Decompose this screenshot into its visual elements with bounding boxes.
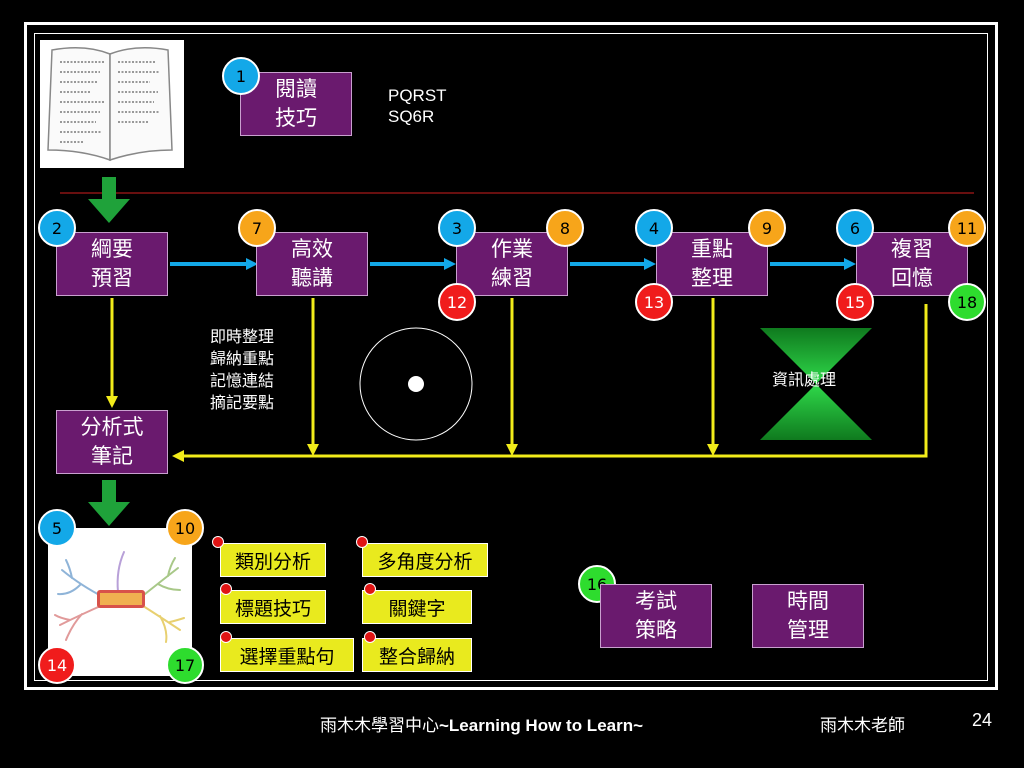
open-book-illustration: [40, 40, 184, 168]
outer-frame: [24, 22, 998, 690]
analytic-notes-box: 分析式 筆記: [56, 410, 168, 474]
number-badge-12: 12: [438, 283, 476, 321]
skill-label: 整合歸納: [378, 645, 455, 668]
number-badge-14: 14: [38, 646, 76, 684]
listening-tip: 記憶連結: [210, 371, 275, 390]
green-arrow-notes-to-mindmap: [88, 480, 130, 526]
keypoints-line1: 重點: [691, 237, 733, 261]
preview-line1: 綱要: [91, 237, 133, 261]
mind-map-illustration: [48, 528, 192, 676]
review-line2: 回憶: [891, 266, 933, 290]
target-circle: [359, 327, 473, 441]
skill-box-integration: 整合歸納: [362, 638, 472, 672]
listening-line2: 聽講: [291, 266, 333, 290]
skill-label: 標題技巧: [234, 597, 311, 620]
skill-box-heading-technique: 標題技巧: [220, 590, 326, 624]
time-management-line1: 時間: [787, 589, 829, 613]
skill-box-category-analysis: 類別分析: [220, 543, 326, 577]
number-badge-11: 11: [948, 209, 986, 247]
footer-teacher: 雨木木老師: [820, 716, 905, 736]
homework-line2: 練習: [491, 266, 533, 290]
yellow-arrows: [106, 298, 928, 462]
hourglass-shape: [760, 328, 872, 440]
analytic-notes-line1: 分析式: [80, 415, 144, 439]
analytic-notes-line2: 筆記: [91, 444, 133, 468]
green-arrow-book-to-preview: [88, 177, 130, 223]
exam-strategy-line1: 考試: [635, 589, 677, 613]
skill-box-multi-angle-analysis: 多角度分析: [362, 543, 488, 577]
listening-tip: 歸納重點: [210, 349, 275, 368]
bullet-dot: [356, 536, 368, 548]
time-management-box: 時間 管理: [752, 584, 864, 648]
number-badge-2: 2: [38, 209, 76, 247]
skill-box-keywords: 關鍵字: [362, 590, 472, 624]
footer-center-cn: 雨木木學習中心: [320, 716, 439, 736]
reading-method-sq6r: SQ6R: [388, 107, 435, 126]
number-badge-1: 1: [222, 57, 260, 95]
number-badge-17: 17: [166, 646, 204, 684]
listening-tips: 即時整理 歸納重點 記憶連結 摘記要點: [210, 326, 274, 414]
number-badge-5: 5: [38, 509, 76, 547]
blue-arrows: [170, 258, 856, 270]
bullet-dot: [364, 631, 376, 643]
skill-label: 多角度分析: [377, 550, 473, 573]
number-badge-15: 15: [836, 283, 874, 321]
number-badge-4: 4: [635, 209, 673, 247]
keypoints-box: 重點 整理: [656, 232, 768, 296]
preview-box: 綱要 預習: [56, 232, 168, 296]
footer-center-en: ~Learning How to Learn~: [439, 716, 644, 735]
listening-box: 高效 聽講: [256, 232, 368, 296]
bullet-dot: [220, 583, 232, 595]
homework-line1: 作業: [491, 237, 533, 261]
homework-box: 作業 練習: [456, 232, 568, 296]
reading-skills-line1: 閱讀: [275, 77, 317, 101]
skill-label: 類別分析: [234, 550, 311, 573]
number-badge-3: 3: [438, 209, 476, 247]
time-management-line2: 管理: [787, 618, 829, 642]
listening-tip: 即時整理: [210, 327, 275, 346]
number-badge-18: 18: [948, 283, 986, 321]
keypoints-line2: 整理: [691, 266, 733, 290]
page-number: 24: [972, 710, 993, 730]
bullet-dot: [220, 631, 232, 643]
skill-label: 選擇重點句: [239, 645, 335, 668]
preview-line2: 預習: [91, 266, 133, 290]
number-badge-8: 8: [546, 209, 584, 247]
skill-label: 關鍵字: [388, 597, 446, 620]
bullet-dot: [212, 536, 224, 548]
inner-frame: [34, 33, 988, 681]
number-badge-13: 13: [635, 283, 673, 321]
exam-strategy-box: 考試 策略: [600, 584, 712, 648]
footer-center: 雨木木學習中心~Learning How to Learn~: [320, 711, 643, 736]
number-badge-6: 6: [836, 209, 874, 247]
review-box: 複習 回憶: [856, 232, 968, 296]
reading-methods-note: PQRST SQ6R: [388, 85, 447, 127]
reading-skills-line2: 技巧: [275, 106, 317, 130]
listening-tip: 摘記要點: [210, 393, 275, 412]
listening-line1: 高效: [291, 237, 333, 261]
number-badge-7: 7: [238, 209, 276, 247]
skill-box-key-sentences: 選擇重點句: [220, 638, 354, 672]
exam-strategy-line2: 策略: [635, 618, 677, 642]
review-line1: 複習: [891, 237, 933, 261]
number-badge-9: 9: [748, 209, 786, 247]
info-processing-label: 資訊處理: [772, 370, 837, 389]
bullet-dot: [364, 583, 376, 595]
number-badge-10: 10: [166, 509, 204, 547]
reading-method-pqrst: PQRST: [388, 86, 447, 105]
